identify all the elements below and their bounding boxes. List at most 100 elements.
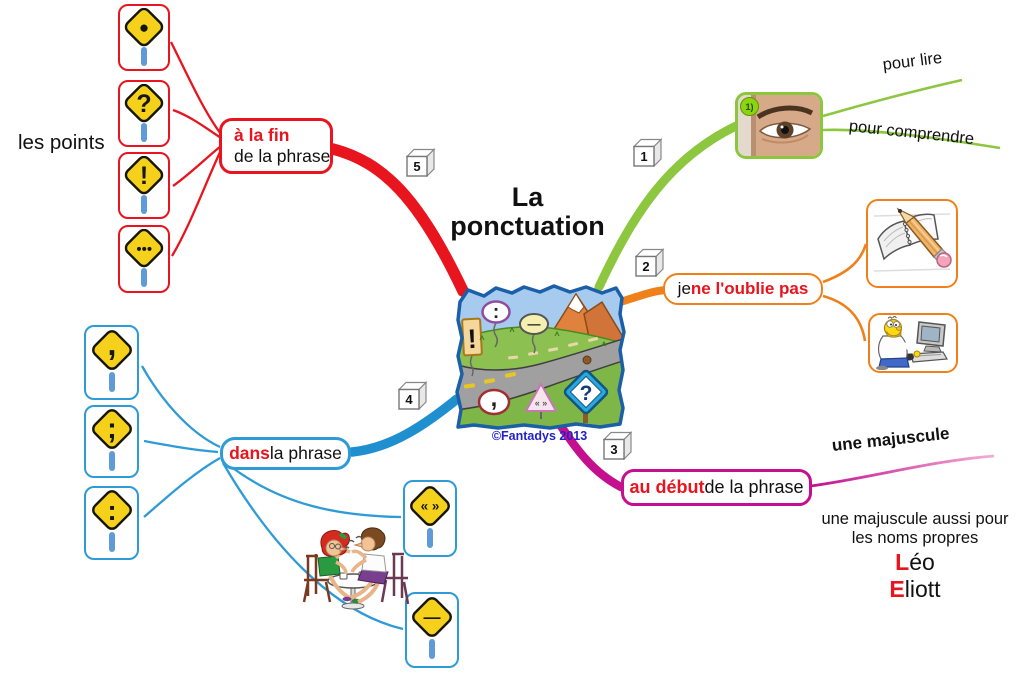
branch-5-link-exclamation — [172, 145, 222, 187]
sign-diamond — [410, 485, 450, 526]
branch-4-link-semicolon — [143, 439, 219, 454]
label-pour-comprendre: pour comprendre — [848, 117, 975, 149]
notebook-picture — [866, 199, 958, 288]
sign-post — [108, 371, 115, 392]
cube-5: 5 — [405, 148, 436, 178]
eyebrow — [756, 105, 814, 120]
pencil — [896, 207, 952, 268]
node-dans-la-phrase: dans la phrase — [220, 437, 351, 470]
sign-comma: , — [84, 325, 139, 400]
leo-rest: éo — [909, 549, 935, 575]
branch-2-link-computer — [822, 294, 867, 342]
sign-diamond — [91, 490, 132, 530]
branch-5-link-period — [169, 41, 222, 135]
leo-initial: L — [895, 549, 910, 575]
sign-guillemets: « » — [403, 480, 457, 557]
photo-number-text: 1) — [745, 101, 754, 112]
sign-post — [108, 450, 115, 471]
branch-2-link-notebook — [822, 243, 868, 284]
node-oublie-prefix: je — [677, 279, 691, 298]
cube-2-number: 2 — [642, 259, 649, 274]
sign-glyph: ● — [139, 18, 149, 37]
sign-post — [429, 639, 435, 659]
cube-5-number: 5 — [413, 159, 420, 174]
node-oublie-emphasis: ne l'oublie pas — [690, 279, 809, 298]
right-chair — [380, 552, 410, 605]
node-je-ne-oublie-pas: je ne l'oublie pas — [663, 273, 823, 305]
node-a-la-fin-suffix: de la phrase — [234, 146, 331, 166]
sign-post — [141, 122, 147, 142]
sign-glyph: : — [107, 495, 116, 526]
snow-cap — [567, 293, 585, 314]
photo-number-badge: 1) — [740, 97, 759, 116]
label-une-majuscule: une majuscule — [830, 423, 951, 456]
sign-glyph: ? — [136, 90, 151, 118]
speech-squiggles — [344, 535, 363, 549]
branch-3-link-majuscule — [810, 454, 995, 488]
eliott-rest: liott — [904, 576, 941, 602]
node-au-debut: au début de la phrase — [621, 469, 812, 506]
branch-5-link-question — [172, 108, 222, 139]
svg-text:!: ! — [467, 324, 478, 354]
proper-name-eliott: Eliott — [800, 576, 1024, 603]
small-creature — [582, 355, 592, 365]
sign-diamond — [124, 155, 164, 194]
majuscule-note-line2: les noms propres — [851, 528, 979, 547]
sign-glyph: ! — [140, 162, 148, 190]
branch-1-link-pour-lire — [822, 78, 963, 118]
proper-name-leo: Léo — [800, 549, 1024, 576]
page-title: La ponctuation — [425, 183, 630, 241]
notebook-clipart — [873, 207, 952, 272]
sign-diamond — [124, 83, 164, 122]
grass-tufts — [479, 326, 607, 347]
illustration-dash-sign: — — [519, 313, 549, 354]
label-pour-lire: pour lire — [881, 48, 944, 75]
copyright-text: ©Fantadys 2013 — [491, 429, 588, 443]
sign-post — [141, 46, 147, 66]
branch-4-link-colon — [143, 457, 221, 518]
sign-semicolon: ; — [84, 405, 139, 478]
sign-dash: — — [405, 592, 459, 668]
cube-4: 4 — [397, 381, 428, 411]
node-debut-suffix: de la phrase — [704, 477, 804, 497]
cube-1-number: 1 — [640, 149, 647, 164]
sign-glyph: « » — [421, 498, 440, 513]
road-dashes-lower — [463, 372, 517, 389]
title-line-2: ponctuation — [450, 211, 605, 241]
cube-3: 3 — [602, 431, 633, 461]
conversation-clipart — [296, 518, 414, 623]
left-person — [317, 530, 361, 604]
illustration-question-sign: ? — [563, 369, 609, 423]
eye-photo: 1) — [735, 92, 823, 159]
sign-glyph: ●●● — [136, 244, 152, 255]
sign-exclamation: ! — [118, 152, 170, 219]
sign-post — [427, 527, 433, 548]
illustration-comma-sign: , — [477, 385, 511, 416]
sign-colon: : — [84, 486, 139, 560]
illustration-colon-sign: : — [481, 300, 511, 348]
node-dans-suffix: la phrase — [269, 443, 342, 463]
homer-at-computer-clipart — [876, 316, 948, 370]
svg-text:?: ? — [580, 382, 593, 405]
branch-5-link-ellipsis — [171, 149, 223, 257]
svg-text:« »: « » — [535, 398, 548, 408]
spiral-binding — [902, 221, 912, 244]
cube-3-number: 3 — [610, 442, 617, 457]
sign-diamond — [124, 229, 164, 268]
right-person — [342, 527, 389, 604]
sign-post — [108, 532, 115, 552]
illustration-torn-border — [455, 284, 626, 430]
majuscule-note-line1: une majuscule aussi pour — [821, 510, 1009, 528]
road-dashes-upper — [508, 337, 599, 360]
sign-diamond — [91, 408, 132, 449]
sign-diamond — [124, 7, 164, 46]
majuscule-note: une majuscule aussi pour les noms propre… — [800, 510, 1024, 547]
sign-diamond — [412, 597, 452, 637]
branch-4-link-guillemets — [224, 461, 402, 519]
branch-4-link-comma — [140, 365, 221, 449]
sign-post — [141, 194, 147, 214]
sign-glyph: , — [107, 330, 116, 362]
node-a-la-fin-emphasis: à la fin — [234, 125, 290, 145]
cube-4-number: 4 — [405, 392, 413, 407]
